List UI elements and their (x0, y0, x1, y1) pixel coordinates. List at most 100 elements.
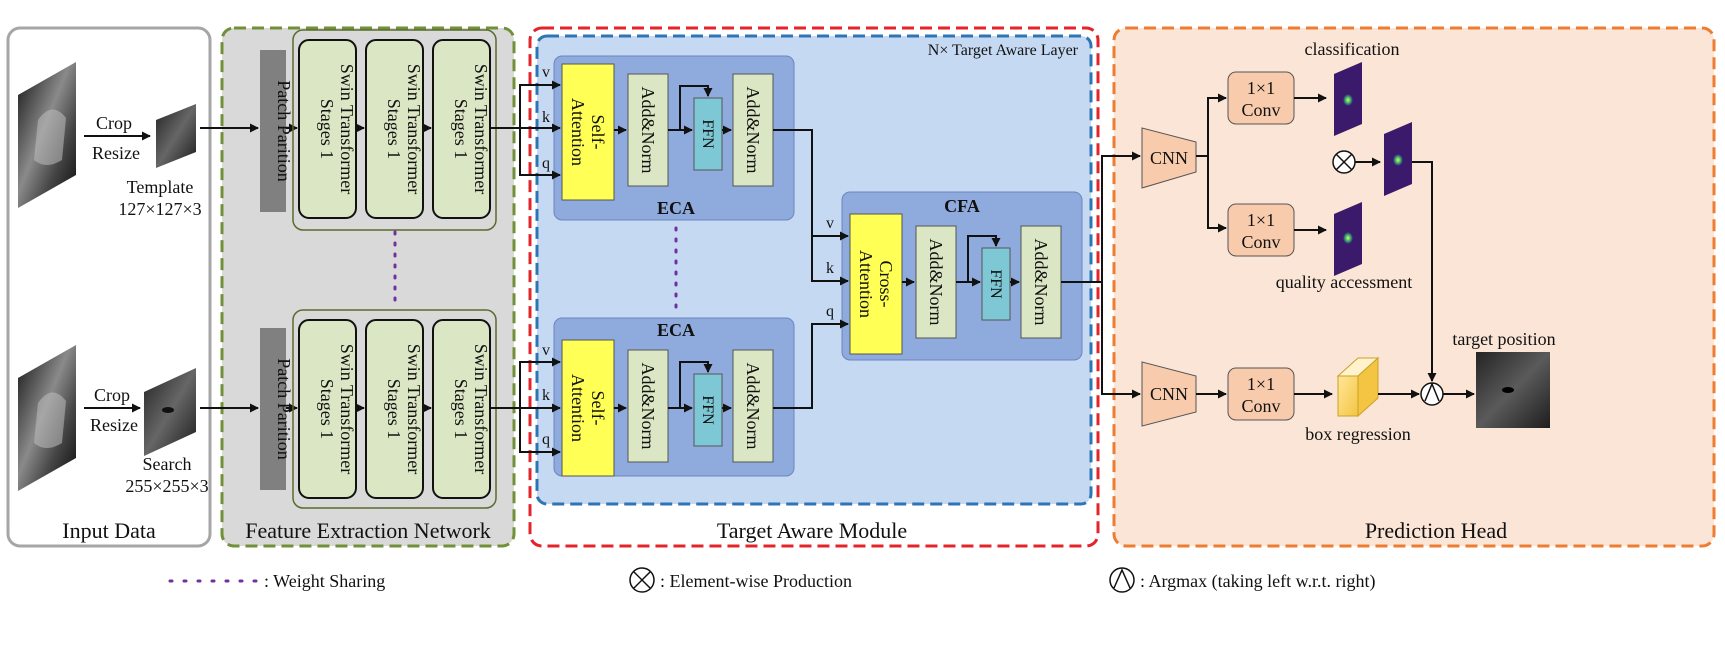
legend-element-wise: : Element-wise Production (629, 567, 852, 593)
cnn-bottom: CNN (1141, 361, 1197, 427)
target-aware-module-title: Target Aware Module (717, 518, 907, 543)
svg-text:Cross-: Cross- (876, 260, 896, 307)
svg-text:: Argmax (taking left w.r.t. r: : Argmax (taking left w.r.t. right) (1140, 571, 1375, 592)
svg-text:Stages 1: Stages 1 (317, 99, 337, 160)
svg-text:v: v (826, 215, 834, 232)
ultrasound-image-bottom (18, 345, 76, 491)
svg-text:k: k (542, 387, 550, 404)
target-position-label: target position (1452, 329, 1555, 349)
classification-heatmap (1334, 62, 1362, 136)
cnn-top: CNN (1141, 127, 1197, 189)
eca-label-bottom: ECA (657, 320, 695, 340)
vkq-inputs-top: v k q (490, 64, 561, 180)
search-label: Search (143, 454, 192, 474)
svg-text:1×1: 1×1 (1247, 374, 1275, 394)
svg-text:Conv: Conv (1241, 100, 1280, 120)
search-patch-image (144, 368, 196, 456)
svg-text:Self-: Self- (588, 115, 608, 150)
svg-text:Swin Transformer: Swin Transformer (471, 64, 491, 195)
cnn-top-branches (1196, 93, 1227, 233)
svg-text:Stages 1: Stages 1 (384, 379, 404, 440)
argmax-icon (1420, 382, 1444, 406)
swin-group-top (292, 29, 497, 231)
patch-partition-top: Patch Parition (260, 50, 294, 212)
cfa-to-prediction-connections (1061, 151, 1141, 399)
template-patch-image (156, 104, 196, 168)
prediction-head-panel: Prediction Head (1112, 26, 1716, 548)
svg-text:Self-: Self- (588, 391, 608, 426)
svg-text:1×1: 1×1 (1247, 210, 1275, 230)
svg-text:Conv: Conv (1241, 396, 1280, 416)
swin-stage-top-1: Swin Transformer Stages 1 (298, 39, 357, 219)
template-size: 127×127×3 (118, 199, 201, 219)
svg-text:Stages 1: Stages 1 (384, 99, 404, 160)
svg-text:Add&Norm: Add&Norm (743, 87, 763, 174)
svg-text:Attention: Attention (568, 374, 588, 442)
svg-text:v: v (542, 64, 550, 81)
svg-text:k: k (826, 260, 834, 277)
element-wise-product-icon (1332, 150, 1356, 174)
resize-label-top: Resize (92, 143, 140, 163)
svg-text:q: q (542, 155, 550, 172)
svg-text:1×1: 1×1 (1247, 78, 1275, 98)
eca-to-cfa-connections: v k q (773, 129, 849, 409)
svg-text:Add&Norm: Add&Norm (638, 363, 658, 450)
eca-block-top: ECA Self- Attention Add&Norm FFN Add&Nor… (553, 55, 795, 221)
svg-text:Stages 1: Stages 1 (317, 379, 337, 440)
legend-argmax: : Argmax (taking left w.r.t. right) (1109, 567, 1375, 593)
eca-block-bottom: ECA Self- Attention Add&Norm FFN Add&Nor… (553, 317, 795, 477)
svg-text:Add&Norm: Add&Norm (926, 239, 946, 326)
svg-text:v: v (542, 342, 550, 359)
box-regression-cube (1336, 356, 1380, 418)
input-data-title: Input Data (62, 518, 156, 543)
svg-text:CNN: CNN (1150, 384, 1188, 404)
svg-text:Stages 1: Stages 1 (451, 99, 471, 160)
target-position-image (1476, 352, 1550, 428)
svg-text:Attention: Attention (568, 98, 588, 166)
cfa-label: CFA (944, 196, 980, 216)
svg-text:FFN: FFN (987, 269, 1004, 299)
svg-text:: Weight Sharing: : Weight Sharing (264, 571, 385, 591)
cfa-block: CFA Cross- Attention Add&Norm FFN Add&No… (841, 191, 1083, 361)
svg-text:Swin Transformer: Swin Transformer (471, 344, 491, 475)
svg-text:FFN: FFN (699, 119, 716, 149)
quality-label: quality accessment (1276, 272, 1412, 292)
conv-quality: 1×1 Conv (1227, 203, 1295, 257)
svg-text:Swin Transformer: Swin Transformer (337, 64, 357, 195)
template-label: Template (127, 177, 194, 197)
svg-text:Add&Norm: Add&Norm (638, 87, 658, 174)
swin-stage-top-3: Swin Transformer Stages 1 (432, 39, 491, 219)
svg-text:q: q (542, 431, 550, 448)
feature-extraction-title: Feature Extraction Network (245, 518, 491, 543)
svg-text:Patch Parition: Patch Parition (274, 358, 294, 460)
svg-text:Add&Norm: Add&Norm (743, 363, 763, 450)
svg-text:FFN: FFN (699, 395, 716, 425)
box-regression-label: box regression (1305, 424, 1410, 444)
patch-partition-bottom: Patch Parition (260, 328, 294, 490)
quality-heatmap (1334, 202, 1362, 276)
svg-text:q: q (826, 303, 834, 320)
svg-text:CNN: CNN (1150, 148, 1188, 168)
legend-weight-sharing: : Weight Sharing (168, 571, 385, 591)
svg-text:k: k (542, 109, 550, 126)
svg-text:Attention: Attention (856, 250, 876, 318)
svg-text:Add&Norm: Add&Norm (1031, 239, 1051, 326)
swin-stage-bottom-1: Swin Transformer Stages 1 (298, 319, 357, 499)
conv-box-regression: 1×1 Conv (1227, 367, 1295, 421)
search-size: 255×255×3 (125, 476, 208, 496)
ultrasound-image-top (18, 62, 76, 208)
vkq-inputs-bottom: v k q (490, 342, 561, 457)
crop-label-bottom: Crop (94, 385, 130, 405)
classification-label: classification (1305, 39, 1400, 59)
swin-stage-top-2: Swin Transformer Stages 1 (365, 39, 424, 219)
svg-text:Conv: Conv (1241, 232, 1280, 252)
svg-text:Swin Transformer: Swin Transformer (404, 64, 424, 195)
swin-stage-bottom-3: Swin Transformer Stages 1 (432, 319, 491, 499)
svg-text:Swin Transformer: Swin Transformer (337, 344, 357, 475)
svg-text:Stages 1: Stages 1 (451, 379, 471, 440)
swin-stage-bottom-2: Swin Transformer Stages 1 (365, 319, 424, 499)
crop-label-top: Crop (96, 113, 132, 133)
eca-label-top: ECA (657, 198, 695, 218)
conv-classification: 1×1 Conv (1227, 71, 1295, 125)
